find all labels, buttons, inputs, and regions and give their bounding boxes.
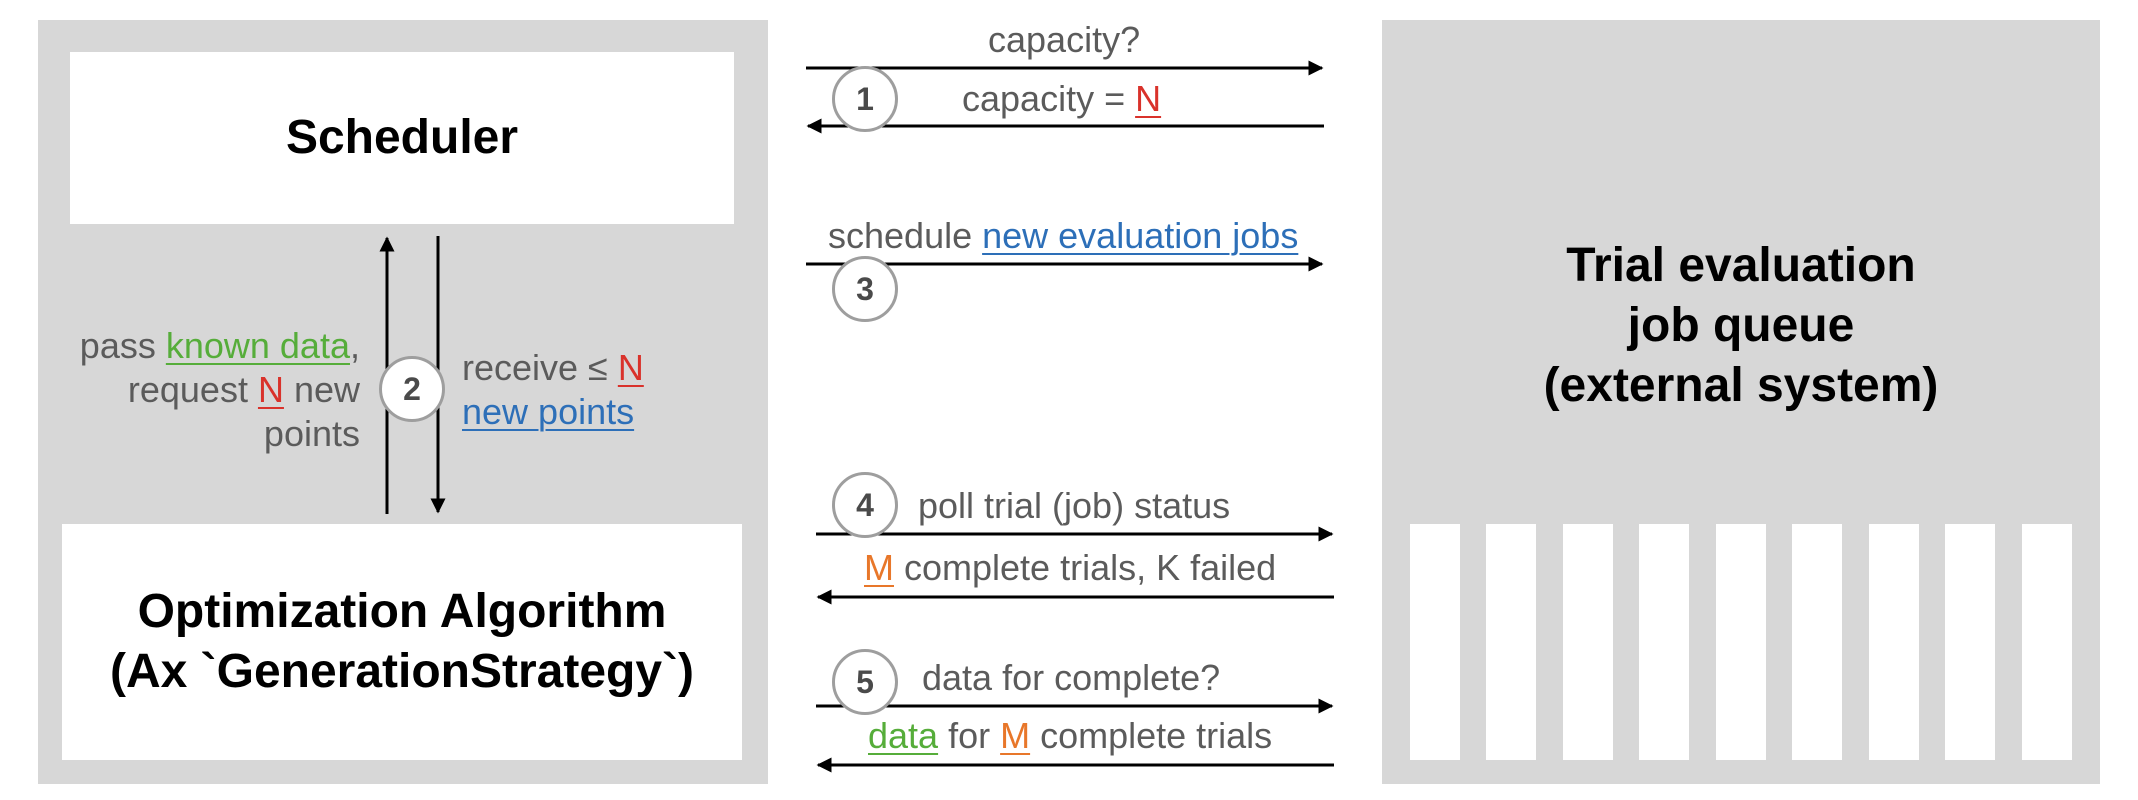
job-queue-title-line1: Trial evaluation [1566,239,1916,292]
step2-receive-line2: new points [462,390,644,434]
step5-reply-suffix: complete trials [1030,715,1273,756]
queue-slot [1716,524,1766,760]
optimizer-title: Optimization Algorithm (Ax `GenerationSt… [110,582,694,702]
step5-m-var: M [1000,715,1031,756]
step3-prefix: schedule [828,215,983,256]
step-3-badge: 3 [832,256,898,322]
step1-capacity-n: N [1135,78,1162,119]
step4-m-var: M [864,547,894,588]
job-queue-title-line3: (external system) [1543,359,1939,412]
queue-slot [1869,524,1919,760]
queue-slot [2022,524,2072,760]
step5-data-link: data [868,715,939,756]
step5-request-label: data for complete? [922,657,1221,698]
step2-pass-line3: points [263,413,360,454]
step3-label: schedule new evaluation jobs [828,214,1298,258]
queue-slot [1410,524,1460,760]
step2-pass-label: pass known data, request N new points [40,324,360,456]
queue-slot [1792,524,1842,760]
step2-new-points: new points [462,391,635,432]
queue-slot [1563,524,1613,760]
step1-request-label: capacity? [988,19,1141,60]
step2-receive-line1: receive ≤ N [462,347,644,388]
step2-receive-n: N [617,347,644,388]
step2-receive-label: receive ≤ N new points [462,346,644,434]
optimizer-title-line2: (Ax `GenerationStrategy`) [109,645,695,698]
step4-reply-label: M complete trials, K failed [864,546,1276,590]
job-queue-title: Trial evaluation job queue (external sys… [1382,236,2100,416]
optimizer-box: Optimization Algorithm (Ax `GenerationSt… [62,524,742,760]
optimizer-title-line1: Optimization Algorithm [137,585,667,638]
step1-reply-label: capacity = N [962,77,1161,121]
step-5-badge: 5 [832,649,898,715]
step4-request-label: poll trial (job) status [918,485,1231,526]
queue-slot [1945,524,1995,760]
step5-reply-label: data for M complete trials [868,714,1272,758]
step-1-badge: 1 [832,66,898,132]
scheduler-title: Scheduler [285,111,519,164]
step-2-badge: 2 [379,356,445,422]
step1-reply-prefix: capacity = [962,78,1136,119]
step2-known-data: known data [165,325,350,366]
step4-reply-suffix: complete trials, K failed [894,547,1277,588]
step2-pass-line2: request N new [127,369,360,410]
queue-slot [1486,524,1536,760]
step3-new-jobs: new evaluation jobs [982,215,1299,256]
step5-reply-mid: for [938,715,1001,756]
queue-slot [1639,524,1689,760]
step-4-badge: 4 [832,472,898,538]
step2-pass-line1: pass known data, [79,325,360,366]
scheduler-box: Scheduler [70,52,734,224]
step2-request-n: N [257,369,284,410]
job-queue-title-line2: job queue [1627,299,1855,352]
